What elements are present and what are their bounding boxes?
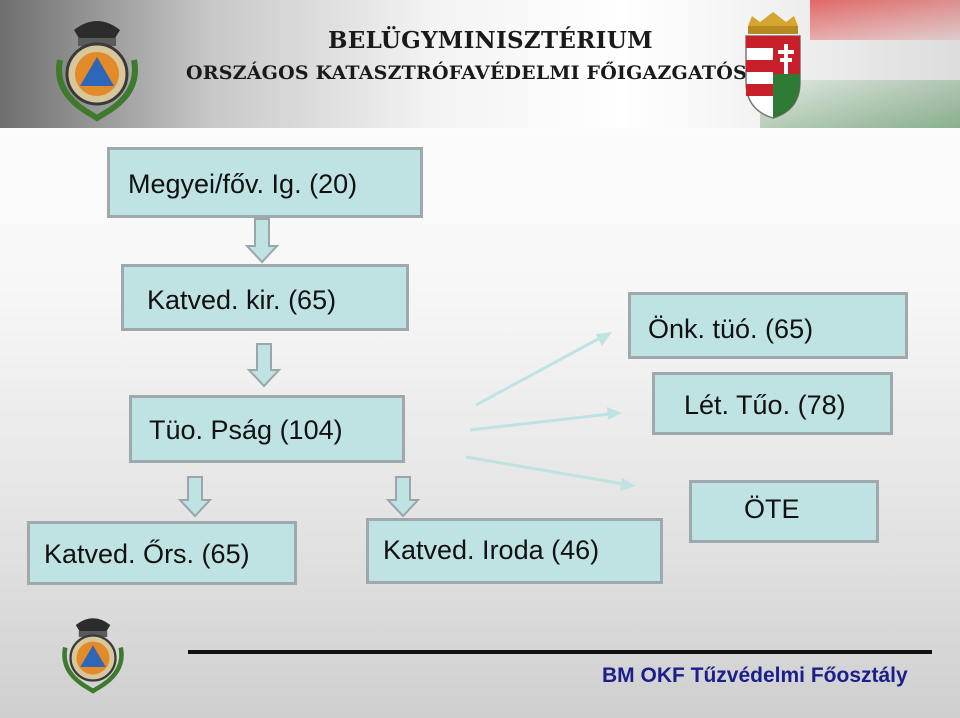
node-let-tuo: Lét. Tűo. (78) [652, 372, 893, 435]
coat-of-arms-icon [745, 12, 801, 119]
connector-to-let [469, 412, 611, 432]
node-label: Katved. Iroda (46) [383, 535, 600, 565]
flag-stripe-red [810, 0, 960, 40]
node-ote: ÖTE [689, 480, 879, 543]
node-tuo-psag: Tüo. Pság (104) [129, 395, 405, 463]
connector-to-onk [475, 336, 601, 407]
arrowhead-ote [620, 478, 636, 491]
arrowhead-onk [596, 332, 612, 346]
footer-divider [188, 650, 932, 654]
arrowhead-let [607, 407, 622, 420]
node-label: Lét. Tűo. (78) [684, 390, 846, 420]
down-arrow-3 [177, 476, 213, 518]
directorate-title: ORSZÁGOS KATASZTRÓFAVÉDELMI FŐIGAZGATÓSÁ… [186, 62, 779, 84]
node-label: Tüo. Pság (104) [149, 415, 343, 445]
fire-service-emblem-icon [56, 21, 138, 122]
node-label: Önk. tüó. (65) [648, 314, 814, 344]
down-arrow-1 [244, 218, 280, 264]
node-katved-ors: Katved. Őrs. (65) [27, 521, 297, 585]
node-katved-kir: Katved. kir. (65) [121, 264, 409, 331]
node-label: ÖTE [744, 494, 800, 524]
down-arrow-2 [246, 343, 282, 388]
footer-department: BM OKF Tűzvédelmi Főosztály [602, 664, 908, 687]
down-arrow-4 [385, 476, 421, 518]
node-label: Katved. Őrs. (65) [44, 539, 250, 569]
footer-emblem-icon [62, 618, 124, 694]
node-label: Katved. kir. (65) [147, 285, 337, 315]
node-onk-tuo: Önk. tüó. (65) [628, 292, 908, 359]
connector-to-ote [465, 455, 625, 486]
node-megyei: Megyei/főv. Ig. (20) [107, 147, 423, 218]
node-katved-iroda: Katved. Iroda (46) [366, 518, 663, 584]
node-label: Megyei/főv. Ig. (20) [128, 169, 358, 199]
ministry-title: BELÜGYMINISZTÉRIUM [328, 27, 653, 54]
